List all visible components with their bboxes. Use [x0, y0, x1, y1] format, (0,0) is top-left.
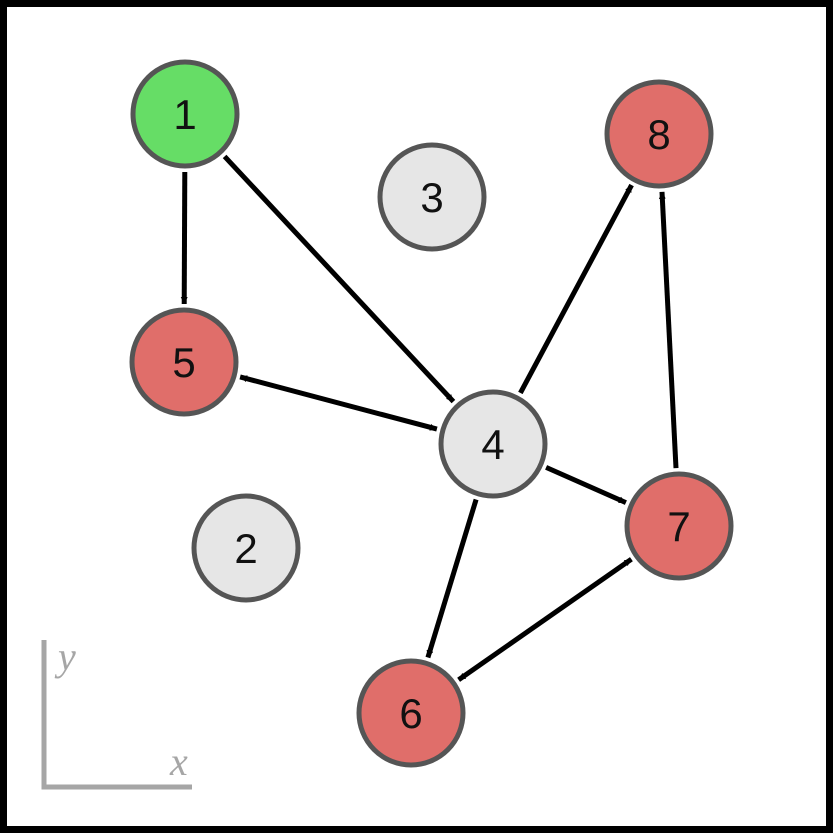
node-4-circle: [438, 389, 548, 499]
edge-4-8: [518, 183, 634, 395]
node-1-label: 1: [173, 91, 196, 138]
node-3-circle: [377, 142, 487, 252]
node-6-label: 6: [399, 690, 422, 737]
node-5: 5: [129, 307, 239, 417]
node-1: 1: [130, 59, 240, 169]
node-1-circle: [130, 59, 240, 169]
node-7: 7: [624, 471, 734, 581]
edge-1-4: [222, 154, 456, 404]
edge-6-7-bidirectional: [457, 557, 633, 682]
node-6: 6: [356, 658, 466, 768]
node-6-circle: [356, 658, 466, 768]
edge-4-5-bidirectional: [239, 374, 438, 432]
node-8: 8: [604, 79, 714, 189]
node-3-label: 3: [420, 174, 443, 221]
edge-7-8: [658, 191, 679, 469]
edges: [180, 154, 679, 682]
axis-lines: [41, 640, 192, 790]
node-3: 3: [377, 142, 487, 252]
edge-4-7: [545, 465, 627, 505]
node-2: 2: [191, 493, 301, 603]
axis-indicator: y x: [41, 634, 192, 790]
node-7-circle: [624, 471, 734, 581]
node-5-label: 5: [172, 339, 195, 386]
node-4-label: 4: [481, 421, 504, 468]
node-8-label: 8: [647, 111, 670, 158]
x-axis-label: x: [169, 739, 188, 784]
y-axis-label: y: [54, 634, 76, 679]
edge-4-6: [425, 498, 479, 659]
node-8-circle: [604, 79, 714, 189]
node-5-circle: [129, 307, 239, 417]
node-2-label: 2: [234, 525, 257, 572]
edge-1-5: [180, 171, 188, 305]
node-4: 4: [438, 389, 548, 499]
node-2-circle: [191, 493, 301, 603]
node-7-label: 7: [667, 503, 690, 550]
nodes: 1 2 3 4 5 6 7 8: [129, 59, 734, 768]
